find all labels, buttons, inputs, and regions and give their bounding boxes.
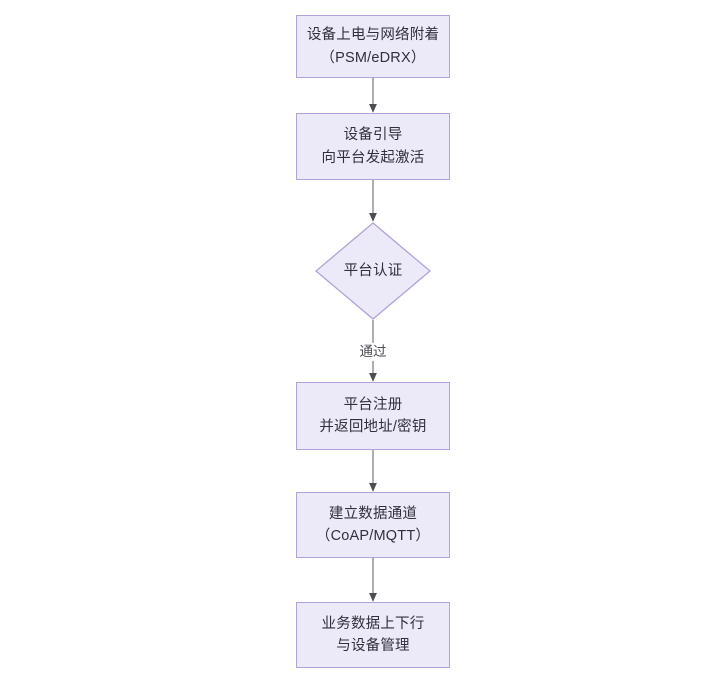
edge-label-auth-pass: 通过 xyxy=(356,342,390,362)
node-service-data[interactable]: 业务数据上下行 与设备管理 xyxy=(296,602,450,668)
diamond-shape-icon xyxy=(315,222,431,320)
node-data-channel-line-1: 建立数据通道 xyxy=(328,505,418,522)
node-service-data-line-1: 业务数据上下行 xyxy=(321,615,425,632)
node-bootstrap-line-2: 向平台发起激活 xyxy=(321,149,425,166)
node-bootstrap[interactable]: 设备引导 向平台发起激活 xyxy=(296,113,450,180)
node-power-on-line-2: （PSM/eDRX） xyxy=(320,49,426,66)
node-power-on[interactable]: 设备上电与网络附着 （PSM/eDRX） xyxy=(296,15,450,78)
node-service-data-line-2: 与设备管理 xyxy=(336,638,410,654)
node-platform-auth-label: 平台认证 xyxy=(343,262,403,279)
node-power-on-line-1: 设备上电与网络附着 xyxy=(306,27,440,44)
node-data-channel-line-2: （CoAP/MQTT） xyxy=(315,528,431,544)
node-platform-register[interactable]: 平台注册 并返回地址/密钥 xyxy=(296,382,450,450)
node-platform-auth[interactable]: 平台认证 xyxy=(315,222,431,320)
node-platform-register-line-2: 并返回地址/密钥 xyxy=(319,419,427,435)
node-bootstrap-line-1: 设备引导 xyxy=(343,127,403,144)
edge-label-auth-pass-text: 通过 xyxy=(359,343,387,359)
node-data-channel[interactable]: 建立数据通道 （CoAP/MQTT） xyxy=(296,492,450,558)
node-platform-register-line-1: 平台注册 xyxy=(343,396,403,413)
